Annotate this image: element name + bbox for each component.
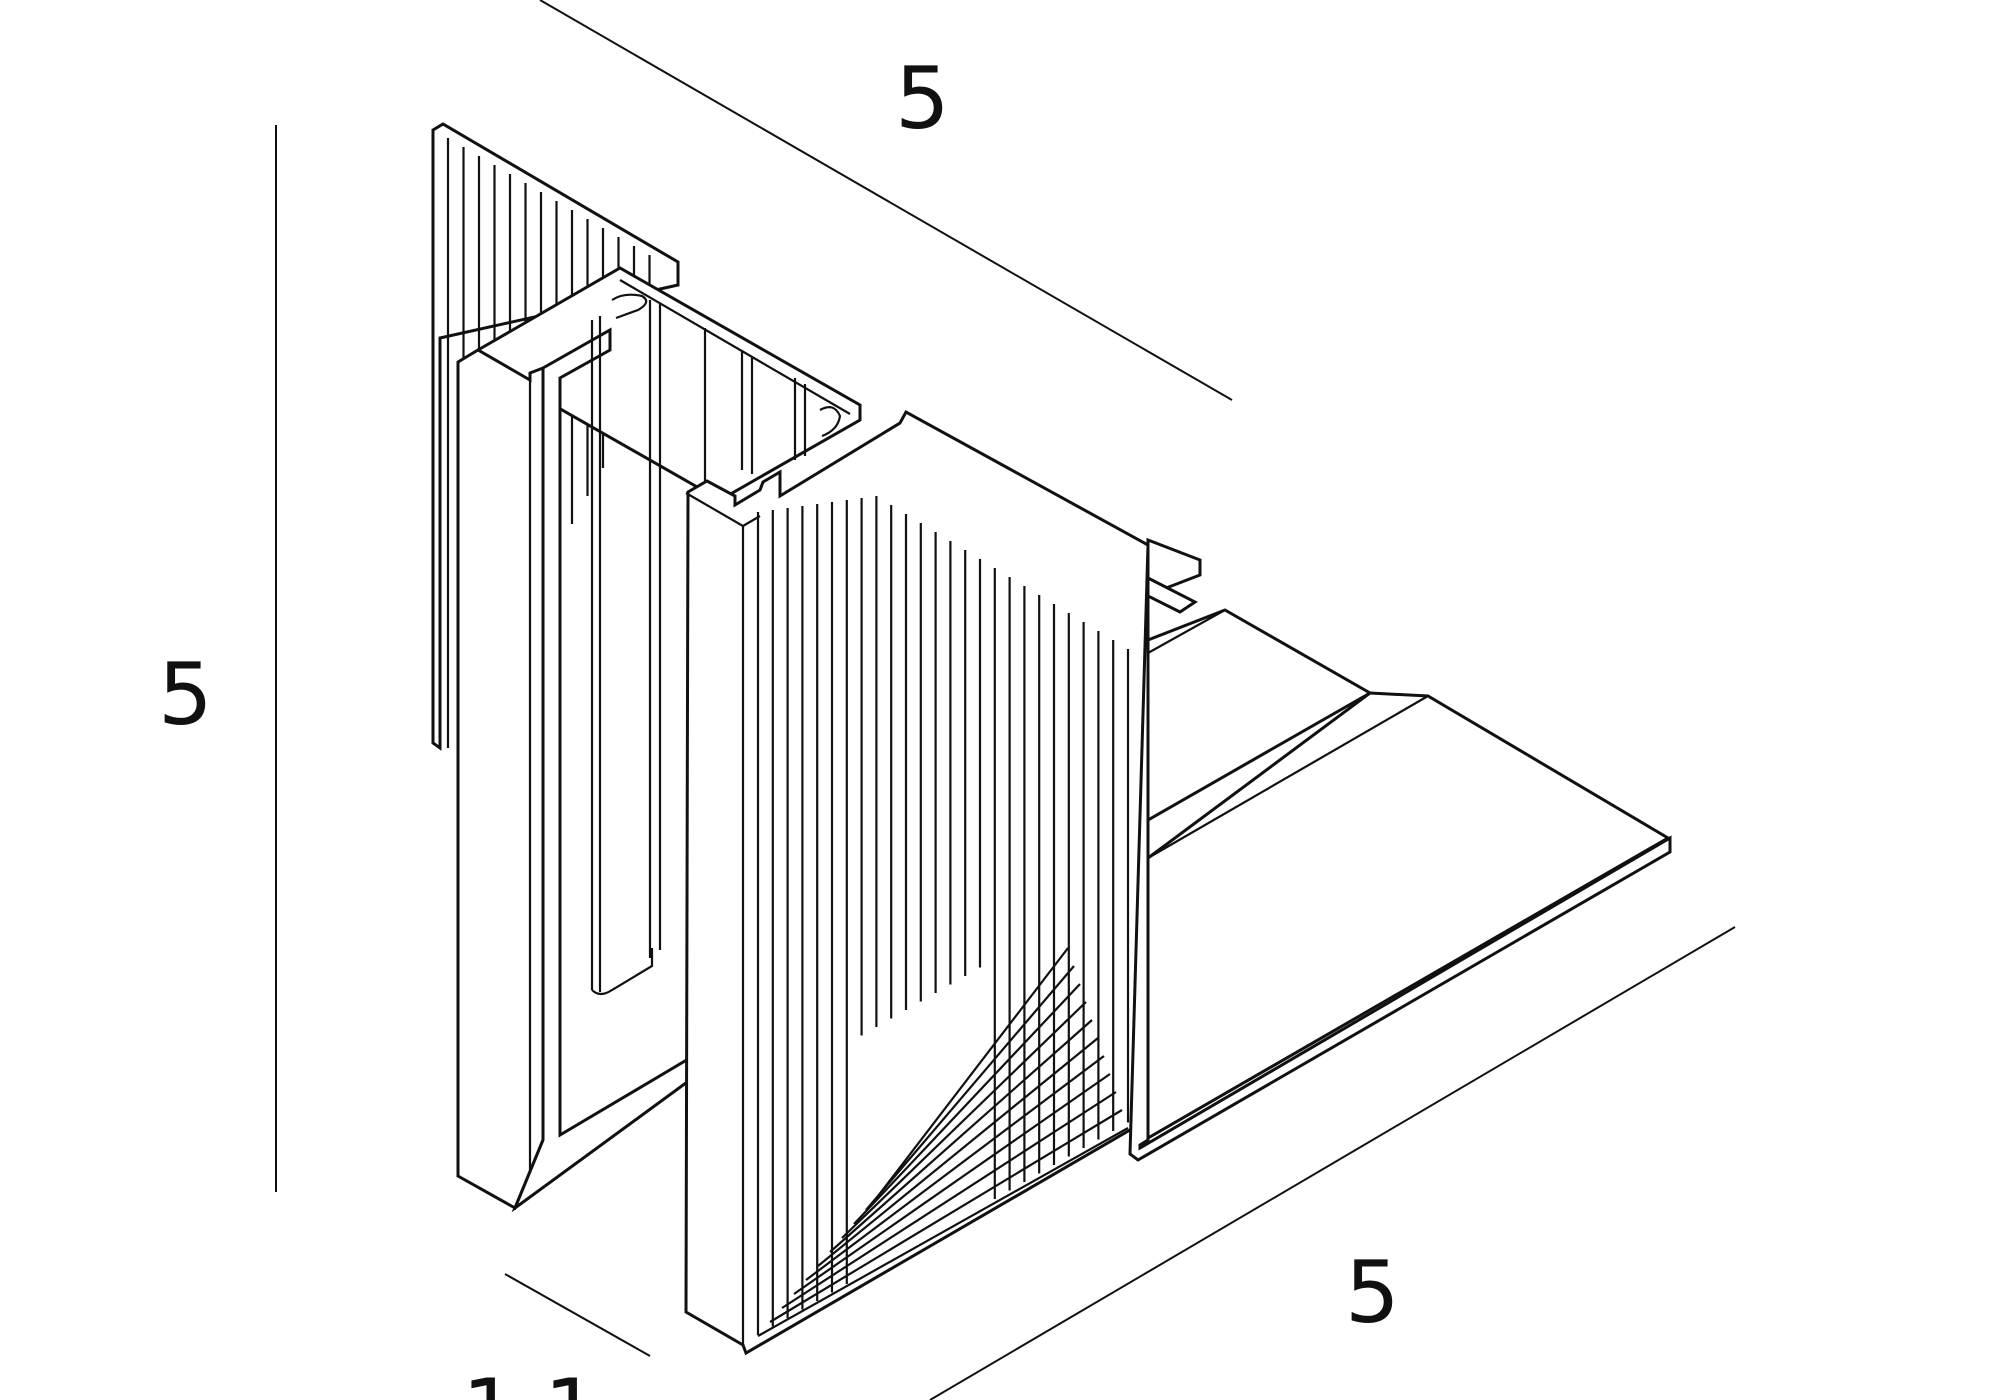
front-ribbed-fin bbox=[684, 409, 1150, 1356]
dimension-lines bbox=[275, 0, 1736, 1400]
width-dimension-label: 1.1 bbox=[462, 1361, 599, 1400]
bottom-groove-line bbox=[829, 1019, 1093, 1253]
bottom-groove-line bbox=[817, 1037, 1099, 1267]
left-channel bbox=[456, 300, 807, 1213]
bottom-groove-line bbox=[781, 1091, 1117, 1309]
bottom-groove-line bbox=[769, 1109, 1123, 1323]
right-flange bbox=[1128, 537, 1672, 1162]
bottom-groove-line bbox=[841, 1001, 1087, 1239]
bottom-dimension-label: 5 bbox=[1345, 1243, 1400, 1343]
bottom-groove-line bbox=[793, 1073, 1111, 1295]
top-dimension-line bbox=[539, 0, 1233, 401]
bottom-groove-line bbox=[877, 947, 1069, 1197]
width-dimension-line bbox=[504, 1273, 651, 1357]
bottom-dimension-line bbox=[929, 926, 1736, 1400]
bottom-groove-line bbox=[865, 965, 1075, 1211]
bottom-groove-line bbox=[757, 1127, 1129, 1337]
bottom-groove-line bbox=[853, 983, 1081, 1225]
height-dimension-label: 5 bbox=[158, 645, 213, 745]
top-dimension-label: 5 bbox=[895, 49, 950, 149]
bottom-groove-line bbox=[805, 1055, 1105, 1281]
